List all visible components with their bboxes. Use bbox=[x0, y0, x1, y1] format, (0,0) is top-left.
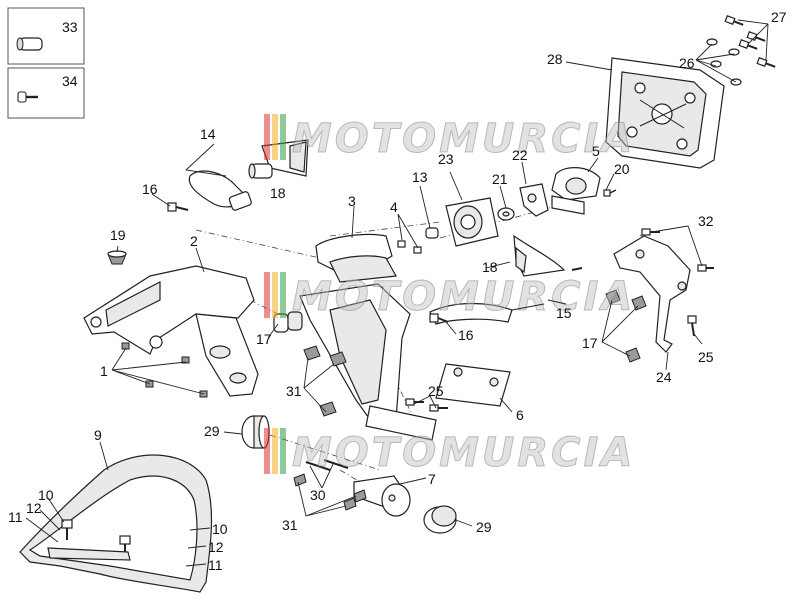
part-13-plug bbox=[425, 227, 439, 239]
callout-13: 13 bbox=[412, 169, 428, 185]
callout-28: 28 bbox=[547, 51, 563, 67]
callout-2: 2 bbox=[190, 233, 198, 249]
part-24-bracket bbox=[613, 235, 691, 353]
part-5-license-lamp bbox=[551, 167, 601, 215]
legend-box-33: 33 bbox=[7, 7, 85, 65]
callout-27: 27 bbox=[771, 9, 787, 25]
watermark-row-3: MOTOMURCIA bbox=[264, 428, 635, 477]
part-25-screws-a bbox=[405, 398, 448, 412]
watermark-text: MOTOMURCIA bbox=[292, 430, 635, 476]
part-16-screw-b bbox=[429, 313, 449, 323]
callout-29-right: 29 bbox=[476, 519, 492, 535]
callout-32: 32 bbox=[698, 213, 714, 229]
callout-1: 1 bbox=[100, 363, 108, 379]
callout-16-right: 16 bbox=[458, 327, 474, 343]
callout-6: 6 bbox=[516, 407, 524, 423]
watermark-text: MOTOMURCIA bbox=[292, 116, 635, 162]
part-20-screw bbox=[603, 189, 617, 197]
callout-23: 23 bbox=[438, 151, 454, 167]
part-28-plate-holder bbox=[605, 57, 725, 169]
part-18-bulb bbox=[248, 163, 273, 179]
callout-20: 20 bbox=[614, 161, 630, 177]
part-21-grommet bbox=[497, 207, 515, 221]
part-7-plate-bracket bbox=[353, 475, 411, 517]
part-2-frame-bracket bbox=[83, 265, 259, 397]
callout-17-left: 17 bbox=[256, 331, 272, 347]
part-29-cap-b bbox=[423, 505, 457, 534]
part-18-bulb-b bbox=[571, 267, 583, 271]
callout-17-right: 17 bbox=[582, 335, 598, 351]
screw-icon bbox=[17, 91, 38, 103]
callout-10-left: 10 bbox=[38, 487, 54, 503]
watermark-row-2: MOTOMURCIA bbox=[264, 272, 635, 321]
callout-4: 4 bbox=[390, 199, 398, 215]
part-31-nuts-a bbox=[303, 345, 347, 417]
callout-12-left: 12 bbox=[26, 500, 42, 516]
callout-11-left: 11 bbox=[8, 509, 23, 525]
sleeve-icon bbox=[16, 37, 43, 51]
watermark: MOTOMURCIA MOTOMURCIA MOTOMURCIA bbox=[264, 114, 635, 477]
callout-9: 9 bbox=[94, 427, 102, 443]
callout-24: 24 bbox=[656, 369, 672, 385]
callout-26: 26 bbox=[679, 55, 695, 71]
part-15-turn-indicator bbox=[429, 234, 566, 325]
callout-3: 3 bbox=[348, 193, 356, 209]
part-1-screws bbox=[121, 342, 208, 398]
callout-25-left: 25 bbox=[428, 383, 444, 399]
callout-34: 34 bbox=[62, 73, 78, 89]
part-31-nuts-b bbox=[293, 473, 367, 511]
part-23-lamp-housing bbox=[445, 197, 499, 247]
callout-29-left: 29 bbox=[204, 423, 220, 439]
callout-22: 22 bbox=[512, 147, 528, 163]
part-19-grommet bbox=[107, 250, 127, 265]
callout-30: 30 bbox=[310, 487, 326, 503]
part-9-mudguard bbox=[19, 454, 213, 593]
callout-12-right: 12 bbox=[208, 539, 224, 555]
part-3-tail-cover bbox=[315, 233, 397, 283]
part-17-spacer-a bbox=[273, 311, 303, 333]
part-30-screws bbox=[305, 459, 349, 471]
callout-33: 33 bbox=[62, 19, 78, 35]
part-16-screw-a bbox=[167, 202, 189, 212]
part-6-reflector bbox=[435, 363, 511, 407]
leader-lines bbox=[25, 19, 769, 567]
callouts: 28 26 27 14 18 16 2 19 1 3 4 13 23 21 22… bbox=[8, 9, 787, 573]
callout-14: 14 bbox=[200, 126, 216, 142]
callout-31-bottom: 31 bbox=[282, 517, 298, 533]
license-plate-support bbox=[299, 283, 437, 441]
watermark-row-1: MOTOMURCIA bbox=[264, 114, 635, 163]
part-10-11-12-fasteners bbox=[61, 519, 131, 552]
callout-11-right: 11 bbox=[208, 557, 223, 573]
callout-25-right: 25 bbox=[698, 349, 714, 365]
part-27-screws bbox=[724, 15, 776, 68]
part-17-spacers-b bbox=[605, 289, 647, 363]
callout-10-right: 10 bbox=[212, 521, 228, 537]
part-32-screws bbox=[641, 228, 714, 272]
callout-31-top: 31 bbox=[286, 383, 302, 399]
legend-box-34: 34 bbox=[7, 67, 85, 119]
callout-18-top: 18 bbox=[270, 185, 286, 201]
part-22-bracket bbox=[519, 183, 549, 217]
callout-7: 7 bbox=[428, 471, 436, 487]
part-25-screw-b bbox=[687, 315, 697, 337]
callout-16-left: 16 bbox=[142, 181, 158, 197]
callout-5: 5 bbox=[592, 143, 600, 159]
callout-21: 21 bbox=[492, 171, 508, 187]
callout-15: 15 bbox=[556, 305, 572, 321]
watermark-text: MOTOMURCIA bbox=[292, 274, 635, 320]
callout-19: 19 bbox=[110, 227, 126, 243]
callout-18-right: 18 bbox=[482, 259, 498, 275]
